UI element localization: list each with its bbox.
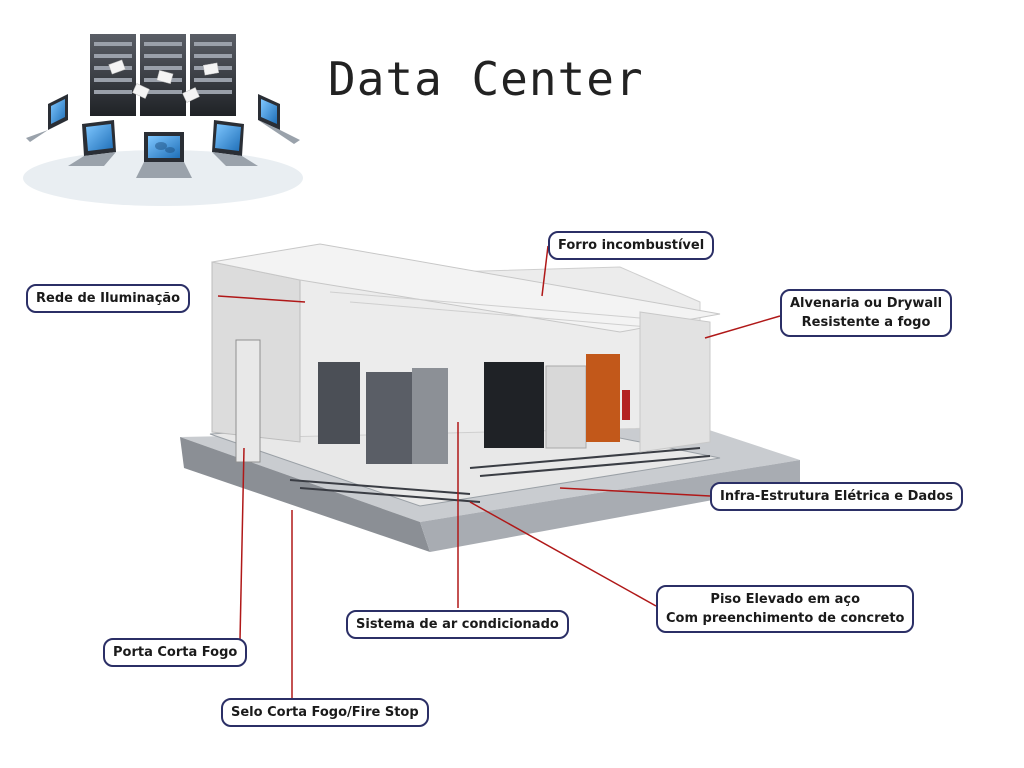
label-selo-corta-fogo: Selo Corta Fogo/Fire Stop (221, 698, 429, 727)
label-infra-estrutura: Infra-Estrutura Elétrica e Dados (710, 482, 964, 511)
label-sistema-ar: Sistema de ar condicionado (346, 610, 569, 639)
page-title: Data Center (328, 52, 644, 106)
document-icon (108, 59, 220, 103)
label-porta-corta-fogo: Porta Corta Fogo (103, 638, 248, 667)
label-forro-incombustivel: Forro incombustível (548, 231, 715, 260)
label-rede-iluminacao: Rede de Iluminação (26, 284, 191, 313)
label-alvenaria-drywall: Alvenaria ou Drywall Resistente a fogo (780, 289, 953, 337)
label-piso-elevado: Piso Elevado em aço Com preenchimento de… (656, 585, 915, 633)
world-map-icon (155, 142, 175, 153)
datacenter-cutaway-diagram (180, 243, 800, 700)
datacenter-logo (23, 34, 303, 206)
